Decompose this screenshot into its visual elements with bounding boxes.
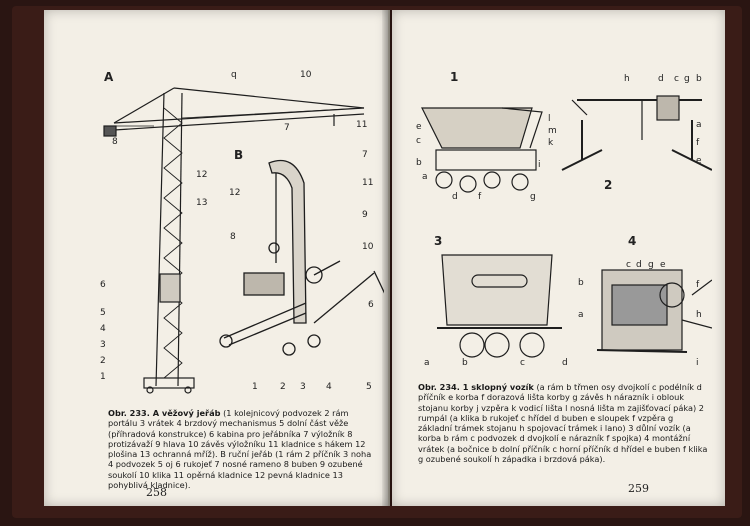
caption-text: (1 kolejnicový podvozek 2 rám portálu 3 … bbox=[108, 408, 372, 491]
figure-number: 1 bbox=[450, 70, 459, 84]
figure-number: 3 bbox=[434, 234, 443, 248]
crane-a-label: 13 bbox=[196, 198, 208, 208]
tower-crane-illustration bbox=[103, 87, 384, 394]
crane-b-label: 9 bbox=[362, 210, 368, 220]
crane-b-label: 1 bbox=[252, 382, 258, 392]
fig1-label: f bbox=[478, 192, 482, 202]
page-number: 259 bbox=[628, 482, 649, 495]
crane-b-label: 6 bbox=[368, 300, 374, 310]
crane-a-label: 8 bbox=[112, 137, 118, 147]
fig1-label: b bbox=[416, 158, 422, 168]
fig1-label: m bbox=[548, 126, 557, 136]
crane-a-label: q bbox=[231, 70, 237, 80]
fig2-label: c bbox=[674, 74, 679, 84]
figure-number: 4 bbox=[628, 234, 637, 248]
fig4-label: e bbox=[660, 260, 666, 270]
fig1-label: g bbox=[530, 192, 536, 202]
fig1-label: e bbox=[416, 122, 422, 132]
fig2-label: g bbox=[684, 74, 690, 84]
crane-b-label: 4 bbox=[326, 382, 332, 392]
crane-b-label: 2 bbox=[280, 382, 286, 392]
crane-a-label: 10 bbox=[300, 70, 312, 80]
fig3-label: b bbox=[462, 358, 468, 368]
fig1-label: k bbox=[548, 138, 554, 148]
caption-title: Obr. 233. A věžový jeřáb bbox=[108, 408, 221, 418]
crane-b-label: 11 bbox=[362, 178, 374, 188]
caption-234: Obr. 234. 1 sklopný vozík (a rám b třmen… bbox=[418, 382, 708, 464]
crane-a-label: 5 bbox=[100, 308, 106, 318]
crane-b-label: 5 bbox=[366, 382, 372, 392]
crane-b-label: 7 bbox=[362, 150, 368, 160]
crane-b-label: 8 bbox=[230, 232, 236, 242]
fig2-label: b bbox=[696, 74, 702, 84]
caption-text: (a rám b třmen osy dvojkolí c podélník d… bbox=[418, 382, 708, 465]
fig4-label: f bbox=[696, 280, 700, 290]
fig1-label: c bbox=[416, 136, 421, 146]
page-number: 258 bbox=[146, 486, 167, 499]
fig4-label: g bbox=[648, 260, 654, 270]
fig1-label: i bbox=[538, 160, 541, 170]
fig2-label: d bbox=[658, 74, 664, 84]
fig2-label: e bbox=[696, 156, 702, 166]
crane-b-label: 3 bbox=[300, 382, 306, 392]
fig3-label: a bbox=[424, 358, 430, 368]
left-page: A B bbox=[44, 10, 390, 506]
fig3-label: c bbox=[520, 358, 525, 368]
fig4-label: i bbox=[696, 358, 699, 368]
vehicles-illustration bbox=[421, 95, 712, 358]
fig4-label: c bbox=[626, 260, 631, 270]
right-page: 1 2 3 4 bbox=[392, 10, 725, 506]
fig4-label: a bbox=[578, 310, 584, 320]
fig4-label: d bbox=[636, 260, 642, 270]
fig2-label: a bbox=[696, 120, 702, 130]
crane-b-label: 10 bbox=[362, 242, 374, 252]
fig1-label: a bbox=[422, 172, 428, 182]
crane-a-label: 12 bbox=[196, 170, 208, 180]
fig3-label: d bbox=[562, 358, 568, 368]
figure-number: 2 bbox=[604, 178, 613, 192]
fig2-label: f bbox=[696, 138, 700, 148]
fig1-label: l bbox=[548, 114, 551, 124]
crane-b-label: 12 bbox=[229, 188, 241, 198]
crane-a-label: 2 bbox=[100, 356, 106, 366]
fig4-label: b bbox=[578, 278, 584, 288]
crane-a-label: 3 bbox=[100, 340, 106, 350]
caption-title: Obr. 234. 1 sklopný vozík bbox=[418, 382, 534, 392]
figure-letter-a: A bbox=[104, 70, 114, 84]
crane-a-label: 11 bbox=[356, 120, 368, 130]
fig1-label: d bbox=[452, 192, 458, 202]
crane-a-label: 6 bbox=[100, 280, 106, 290]
fig2-label: h bbox=[624, 74, 630, 84]
fig4-label: h bbox=[696, 310, 702, 320]
crane-a-label: 1 bbox=[100, 372, 106, 382]
crane-a-label: 4 bbox=[100, 324, 106, 334]
figure-letter-b: B bbox=[234, 148, 244, 162]
caption-233: Obr. 233. A věžový jeřáb (1 kolejnicový … bbox=[108, 408, 376, 490]
crane-a-label: 7 bbox=[284, 123, 290, 133]
